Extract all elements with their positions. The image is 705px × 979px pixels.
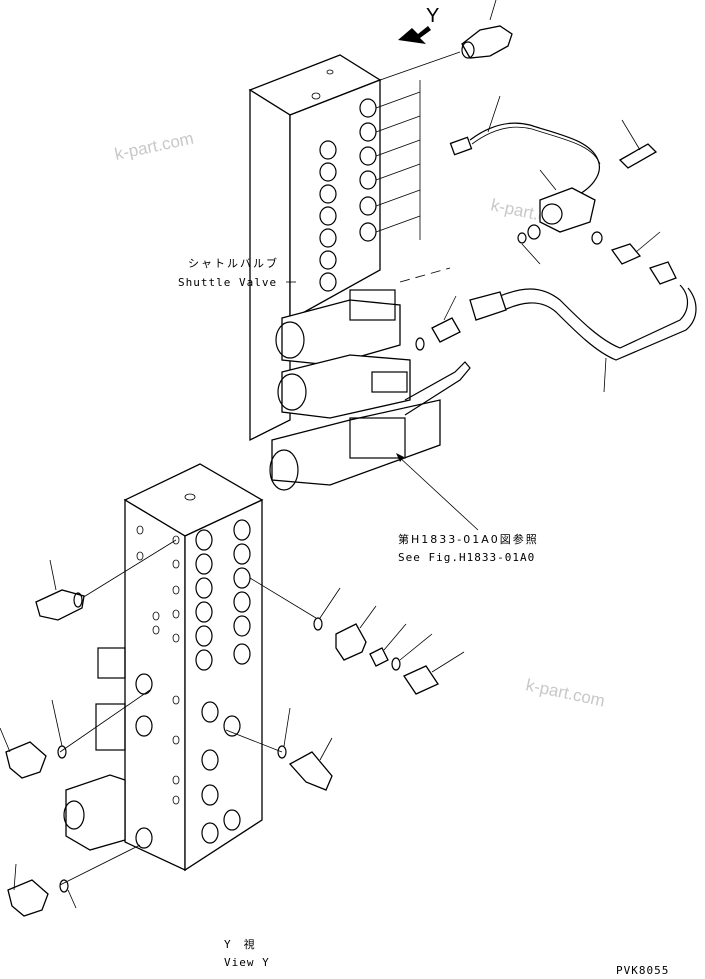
- o-ring: [277, 745, 287, 759]
- o-ring: [527, 224, 541, 240]
- o-ring: [59, 879, 69, 893]
- solenoid-valve-middle: [277, 354, 411, 419]
- upper-block-leaders: [375, 51, 461, 240]
- view-direction-arrow-icon: Y: [398, 5, 439, 44]
- hose-assembly: [469, 231, 697, 393]
- elbow-fitting-top-right: [618, 119, 658, 169]
- watermark-right: k-part.com: [524, 675, 606, 710]
- upper-valve-block: [248, 51, 471, 491]
- reference-label-jp: 第H1833-01A0図参照: [398, 532, 539, 546]
- view-marker-letter: Y: [426, 5, 439, 27]
- o-ring: [591, 231, 603, 245]
- lower-valve-block: [63, 463, 264, 872]
- view-label-en: View Y: [224, 956, 270, 969]
- straight-fitting-center: [415, 295, 461, 351]
- solenoid-valve-bottom: [269, 361, 471, 491]
- o-ring: [517, 232, 527, 244]
- reference-leader: [397, 455, 479, 531]
- straight-fitting-lower-right: [288, 737, 333, 791]
- straight-fitting-right: [403, 651, 465, 695]
- elbow-fitting-left-lower: [7, 863, 49, 917]
- o-ring: [313, 617, 323, 631]
- o-ring: [57, 745, 67, 759]
- lower-block-leaders: [59, 539, 317, 886]
- plug-fitting-right: [369, 623, 407, 667]
- lower-block-side-holes: [136, 525, 180, 805]
- pressure-switch-left-icon: [35, 559, 85, 621]
- reference-label-en: See Fig.H1833-01A0: [398, 551, 535, 564]
- shuttle-valve-label-jp: シャトルバルブ: [188, 256, 279, 270]
- solenoid-switch: [539, 169, 596, 233]
- watermark-top: k-part.com: [113, 129, 195, 164]
- lower-block-ports: [135, 519, 251, 849]
- o-ring: [391, 657, 401, 671]
- wire-harness: [449, 95, 601, 199]
- shuttle-valve-label-en: Shuttle Valve: [178, 276, 277, 289]
- view-label-jp: Y 視: [224, 937, 256, 951]
- elbow-fitting-left-upper: [0, 727, 47, 779]
- solenoid-valve-top: [275, 289, 401, 366]
- adapter-fitting-right: [335, 605, 377, 661]
- pressure-switch-top-icon: [461, 0, 513, 59]
- drawing-code: PVK8055: [616, 964, 669, 977]
